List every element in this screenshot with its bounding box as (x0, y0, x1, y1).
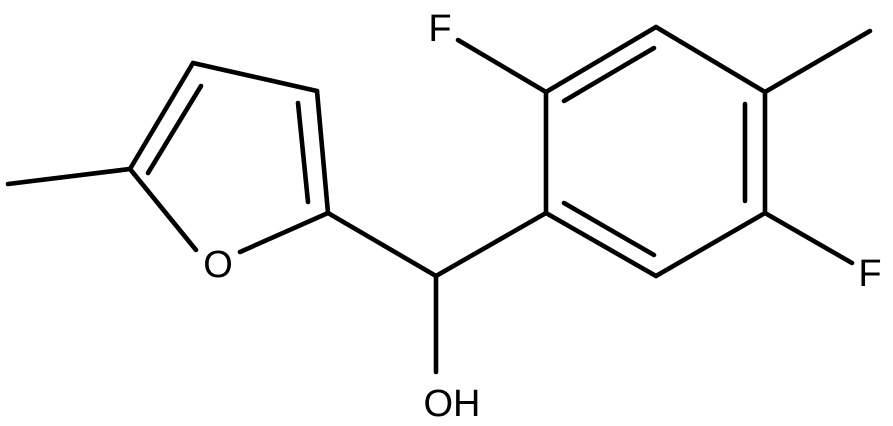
bond-c4-fluorine (762, 210, 855, 266)
bond-c5-c6 (543, 210, 659, 279)
bond-fc2-fc3-inner (295, 100, 311, 205)
atom-label-fluorine-bottom: F (858, 253, 881, 295)
benzene-ring (543, 24, 768, 279)
bond-c5-c6-inner (561, 200, 657, 258)
bond-c6-carbinol (433, 210, 549, 279)
bond-c1-c2-inner (561, 45, 657, 104)
bond-c3-methyl (762, 28, 873, 95)
bond-carbinol-furan (325, 210, 439, 279)
bond-c1-c2 (543, 24, 659, 95)
bond-c4-c5 (653, 210, 768, 279)
atom-label-hydroxyl: OH (424, 383, 481, 425)
atom-label-fluorine-top: F (428, 8, 451, 50)
bond-c1-fluorine (455, 37, 549, 95)
bond-fc4-fc5 (127, 60, 196, 172)
bond-fc4-fc5-inner (145, 83, 204, 176)
bond-o-fc2 (237, 210, 331, 255)
furan-ring (127, 60, 331, 255)
bond-c2-c3 (653, 24, 768, 95)
bond-fc5-methyl (5, 166, 133, 187)
bond-fc5-o (127, 166, 199, 253)
bond-fc2-fc3 (314, 88, 331, 216)
atom-label-oxygen-furan: O (203, 244, 233, 286)
bond-fc3-fc4 (190, 60, 320, 94)
